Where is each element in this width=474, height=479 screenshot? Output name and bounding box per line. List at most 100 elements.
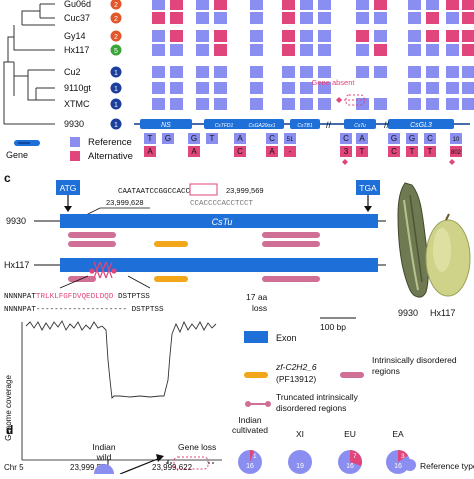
allele-cell bbox=[356, 98, 369, 110]
fruit-hx117 bbox=[425, 213, 471, 297]
gene-block bbox=[140, 119, 192, 129]
gene-label-cstu: CsTu bbox=[212, 217, 233, 227]
allele-cell bbox=[356, 66, 369, 78]
allele-cell bbox=[374, 44, 387, 56]
allele-cell bbox=[318, 66, 331, 78]
legend-gene-label: Gene bbox=[6, 150, 28, 160]
allele-cell bbox=[214, 12, 227, 24]
allele-cell bbox=[462, 66, 474, 78]
allele-cell bbox=[462, 12, 474, 24]
fruit-9930 bbox=[397, 182, 429, 298]
alt-count: 1 bbox=[253, 453, 257, 460]
exon-hx117 bbox=[60, 258, 378, 272]
coverage-left-coord: 23,999,571 bbox=[70, 463, 111, 472]
panel-c-label: c bbox=[4, 171, 11, 185]
accession-label: Cuc37 bbox=[64, 13, 90, 23]
gene-name: CsTFD1 bbox=[215, 123, 234, 129]
ref-count: 16 bbox=[346, 463, 354, 470]
reference-allele-text: G bbox=[391, 134, 397, 143]
alternative-allele-box bbox=[406, 146, 418, 157]
allele-cell bbox=[250, 12, 263, 24]
allele-cell bbox=[196, 82, 209, 94]
panel-d-label: d bbox=[6, 423, 13, 437]
reference-allele-text: 10 bbox=[453, 137, 460, 143]
allele-cell bbox=[446, 44, 459, 56]
sequence-top: CAATAATCCGGCCACC bbox=[118, 188, 191, 196]
allele-cell bbox=[374, 12, 387, 24]
legend-reference-label: Reference bbox=[88, 137, 132, 148]
tga-label: TGA bbox=[359, 183, 377, 193]
group-badge bbox=[110, 98, 122, 110]
allele-cell bbox=[462, 44, 474, 56]
allele-cell bbox=[318, 12, 331, 24]
allele-cell bbox=[356, 44, 369, 56]
allele-cell bbox=[426, 66, 439, 78]
allele-cell bbox=[196, 30, 209, 42]
allele-cell bbox=[318, 98, 331, 110]
allele-cell bbox=[446, 30, 459, 42]
coord-top-right: 23,999,569 bbox=[226, 186, 264, 195]
allele-cell bbox=[374, 98, 387, 110]
alternative-allele-text: A bbox=[147, 147, 153, 156]
allele-cell bbox=[426, 30, 439, 42]
accession-label: Gy14 bbox=[64, 31, 86, 41]
allele-cell bbox=[152, 98, 165, 110]
allele-cell bbox=[282, 30, 295, 42]
allele-cell bbox=[250, 66, 263, 78]
gene-block bbox=[388, 119, 454, 129]
fruit-label-9930: 9930 bbox=[398, 308, 418, 318]
alternative-allele-box bbox=[388, 146, 400, 157]
allele-cell bbox=[282, 44, 295, 56]
allele-cell bbox=[196, 12, 209, 24]
alternative-allele-box bbox=[188, 146, 200, 157]
allele-cell bbox=[446, 12, 459, 24]
gene-block bbox=[204, 119, 244, 129]
legend-alternative-label: Alternative bbox=[88, 151, 133, 162]
group-badge bbox=[110, 66, 122, 78]
reference-allele-text: C bbox=[269, 134, 275, 143]
reference-allele-text: G bbox=[165, 134, 171, 143]
allele-cell bbox=[408, 66, 421, 78]
track-9930-label: 9930 bbox=[6, 216, 26, 226]
group-badge-number: 1 bbox=[114, 86, 118, 93]
allele-cell bbox=[152, 12, 165, 24]
gene-name: CsGL3 bbox=[410, 122, 432, 129]
reference-allele-box bbox=[284, 133, 296, 144]
allele-cell bbox=[446, 66, 459, 78]
coverage-plot: Genome coverage Chr 5 23,999,571 23,999,… bbox=[4, 320, 222, 472]
allele-cell bbox=[300, 44, 313, 56]
group-badge-number: 1 bbox=[114, 70, 118, 77]
alternative-allele-box bbox=[340, 146, 352, 157]
allele-cell bbox=[170, 98, 183, 110]
allele-cell bbox=[170, 44, 183, 56]
allele-cell bbox=[318, 44, 331, 56]
alternative-allele-box bbox=[144, 146, 156, 157]
reference-allele-box bbox=[206, 133, 218, 144]
allele-cell bbox=[462, 30, 474, 42]
alternative-allele-box bbox=[284, 146, 296, 157]
coverage-chr: Chr 5 bbox=[4, 463, 24, 472]
allele-cell bbox=[426, 98, 439, 110]
allele-cell bbox=[196, 44, 209, 56]
allele-cell bbox=[170, 66, 183, 78]
group-badge-number: 2 bbox=[114, 16, 118, 23]
allele-cell bbox=[214, 82, 227, 94]
accession-label: 9110gt bbox=[64, 83, 91, 93]
alternative-allele-text: 3 bbox=[344, 147, 349, 156]
alternative-allele-text: T bbox=[410, 147, 415, 156]
legend-zf-id: (PF13912) bbox=[276, 374, 316, 384]
group-badge bbox=[110, 30, 122, 42]
allele-cell bbox=[446, 98, 459, 110]
gene-name: CsTB1 bbox=[297, 123, 313, 129]
population-label: XI bbox=[296, 429, 304, 439]
gene-absent-label: Gene absent bbox=[312, 78, 356, 87]
group-badge-number: 1 bbox=[114, 102, 118, 109]
